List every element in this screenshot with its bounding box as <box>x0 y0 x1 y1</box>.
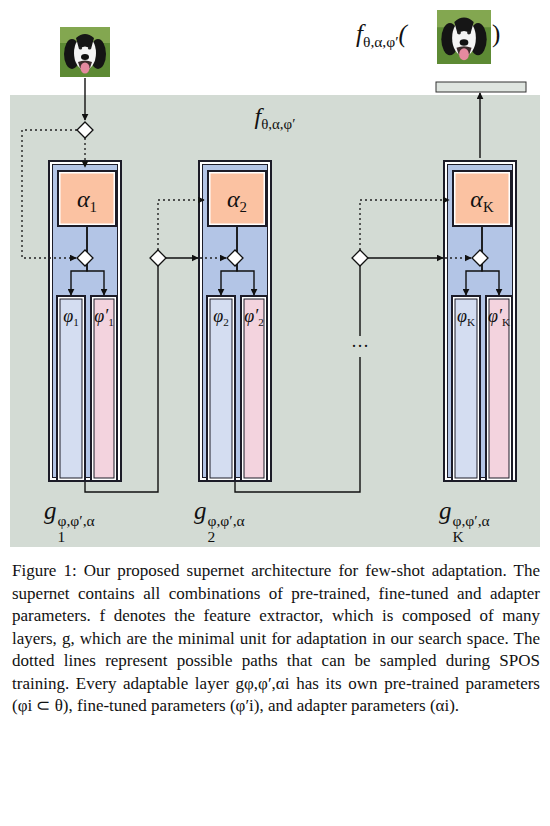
text-run: f <box>255 103 262 129</box>
adapter-box: α1 <box>57 170 117 227</box>
pretrained-box: φK <box>451 295 481 482</box>
finetuned-box: φ′1 <box>90 295 118 482</box>
subscript: 2 <box>258 316 264 328</box>
figure-caption: Figure 1: Our proposed supernet architec… <box>12 560 540 718</box>
text-run: g <box>194 497 207 524</box>
text-run: φ′ <box>94 306 108 326</box>
node-label: φK <box>453 305 479 333</box>
output-vector <box>436 82 526 92</box>
text-run: f <box>356 20 363 47</box>
dotted-path <box>22 130 77 258</box>
node-label: α1 <box>59 185 115 221</box>
layer-label: g1φ,φ′,α <box>44 496 95 546</box>
finetuned-box: φ′K <box>485 295 513 482</box>
subscript: 1 <box>90 199 97 215</box>
adapter-box: α2 <box>207 170 267 227</box>
finetuned-box: φ′2 <box>240 295 268 482</box>
text-run: φ <box>457 306 467 326</box>
output-arrow <box>479 93 480 158</box>
choice-diamond <box>77 250 93 266</box>
text-run: φ <box>213 306 223 326</box>
subscript: θ,α,φ′ <box>363 33 399 50</box>
choice-diamond <box>352 250 368 266</box>
node-label: φ′K <box>487 305 511 333</box>
pretrained-box: φ2 <box>206 295 236 482</box>
choice-diamond <box>227 250 243 266</box>
layer-label: g2φ,φ′,α <box>194 496 245 546</box>
node-label: αK <box>454 185 510 221</box>
subscript: K <box>453 529 490 545</box>
text-run: α <box>77 186 90 212</box>
superscript: φ,φ′,α <box>208 513 245 529</box>
superscript: φ,φ′,α <box>58 513 95 529</box>
dotted-path <box>360 200 449 250</box>
connector <box>235 258 443 492</box>
subscript: K <box>483 199 494 215</box>
subscript: 1 <box>73 316 79 328</box>
text-run: φ′ <box>488 306 502 326</box>
input-arrow <box>84 78 85 120</box>
layer-label: gKφ,φ′,α <box>439 496 490 546</box>
text-run: ( <box>399 20 407 47</box>
layer-block: gKφ,φ′,ααKφKφ′K <box>443 160 517 482</box>
script-stack: Kφ,φ′,α <box>453 513 490 546</box>
choice-diamond <box>472 250 488 266</box>
subscript: θ,α,φ′ <box>261 116 295 132</box>
output-label: ) <box>492 20 500 48</box>
adapter-box: αK <box>452 170 512 227</box>
input-image <box>60 27 110 77</box>
connector <box>221 227 237 295</box>
node-label: φ′2 <box>242 305 266 333</box>
subscript: 1 <box>108 316 114 328</box>
layer-block: g1φ,φ′,αα1φ1φ′1 <box>48 160 122 482</box>
subscript: K <box>467 316 475 328</box>
subscript: 1 <box>58 529 95 545</box>
superscript: φ,φ′,α <box>453 513 490 529</box>
text-run: α <box>470 186 483 212</box>
pretrained-box: φ1 <box>56 295 86 482</box>
output-label: fθ,α,φ′( <box>356 20 407 51</box>
connector <box>237 227 254 295</box>
connector <box>71 227 87 295</box>
node-label: φ1 <box>58 305 84 333</box>
node-label: fθ,α,φ′ <box>10 101 540 139</box>
subscript: 2 <box>208 529 245 545</box>
output-image <box>437 10 491 64</box>
text-run: g <box>439 497 452 524</box>
connector <box>482 227 499 295</box>
connector <box>466 227 482 295</box>
subscript: 2 <box>223 316 229 328</box>
text-run: φ′ <box>244 306 258 326</box>
dotted-path <box>158 200 204 250</box>
layer-block: g2φ,φ′,αα2φ2φ′2 <box>198 160 272 482</box>
node-label: φ2 <box>208 305 234 333</box>
text-run: g <box>44 497 57 524</box>
dotted-path <box>84 138 85 167</box>
connector <box>85 258 198 492</box>
subscript: 2 <box>240 199 247 215</box>
script-stack: 1φ,φ′,α <box>58 513 95 546</box>
choice-diamond <box>77 122 93 138</box>
choice-diamond <box>150 250 166 266</box>
dotted-path <box>200 257 226 258</box>
text-run: φ <box>63 306 73 326</box>
connector <box>87 227 104 295</box>
script-stack: 2φ,φ′,α <box>208 513 245 546</box>
node-label: α2 <box>209 185 265 221</box>
dotted-path <box>445 257 471 258</box>
supernet-box: fθ,α,φ′g1φ,φ′,αα1φ1φ′1g2φ,φ′,αα2φ2φ′2gKφ… <box>10 95 540 547</box>
subscript: K <box>502 316 510 328</box>
ellipsis-mark: ··· <box>349 336 371 357</box>
text-run: α <box>227 186 240 212</box>
node-label: φ′1 <box>92 305 116 333</box>
